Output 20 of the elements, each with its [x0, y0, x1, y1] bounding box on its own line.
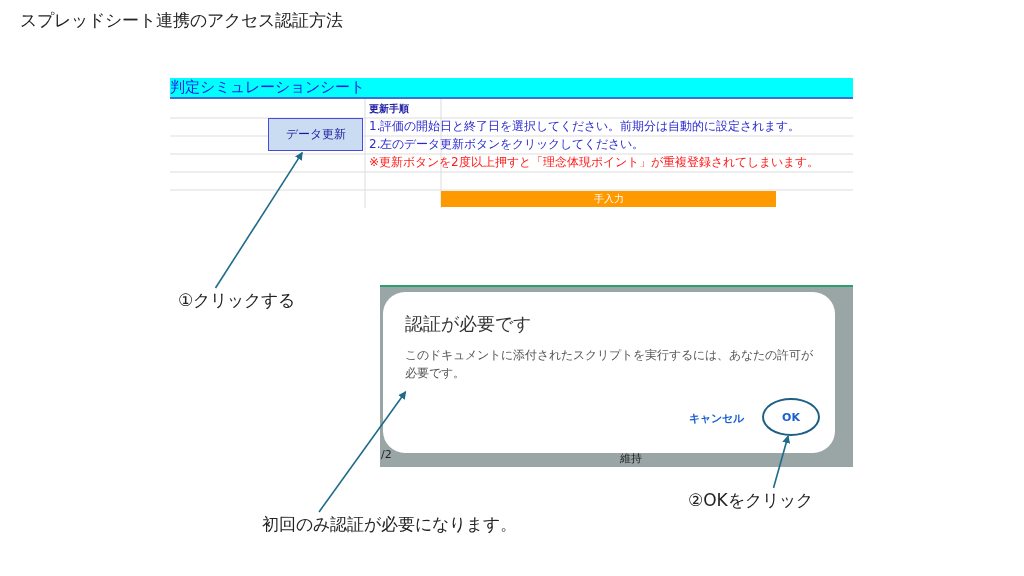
- leader-arrow: [772, 435, 791, 489]
- instruction-text: 2.左のデータ更新ボタンをクリックしてください。: [369, 136, 645, 153]
- cell-text: 維持: [620, 451, 642, 466]
- instruction-text: 1.評価の開始日と終了日を選択してください。前期分は自動的に設定されます。: [369, 118, 801, 135]
- cancel-link: キャンセル: [689, 408, 751, 428]
- leader-arrow: [214, 151, 303, 289]
- dialog-message: このドキュメントに添付されたスクリプトを実行するには、あなたの許可が必要です。: [405, 347, 814, 382]
- instruction-text: 更新手順: [369, 102, 409, 116]
- dialog-title: 認証が必要です: [405, 312, 532, 336]
- leader-arrow: [318, 391, 407, 513]
- annotation-text: ①クリックする: [178, 288, 328, 312]
- instruction-text: ※更新ボタンを2度以上押すと「理念体現ポイント」が重複登録されてしまいます。: [369, 154, 819, 171]
- cell-text: /2: [381, 448, 392, 461]
- update-button: データ更新: [268, 118, 363, 151]
- sheet-title: 判定シミュレーションシート: [170, 78, 853, 99]
- manual-input-bar: 手入力: [441, 191, 776, 207]
- annotation-text: ②OKをクリック: [688, 488, 838, 512]
- page-title: スプレッドシート連携のアクセス認証方法: [20, 9, 343, 32]
- annotation-text: 初回のみ認証が必要になります。: [262, 512, 562, 536]
- ok-button: OK: [762, 398, 820, 436]
